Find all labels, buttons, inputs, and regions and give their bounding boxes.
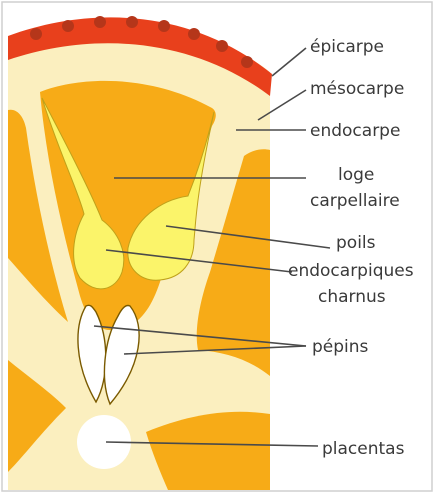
leader-epicarpe (272, 48, 306, 76)
label-poils: poils (336, 233, 376, 253)
label-loge: loge (338, 165, 374, 185)
label-charnus: charnus (318, 287, 386, 307)
label-pepins: pépins (312, 337, 369, 357)
label-endocarpiques: endocarpiques (288, 261, 414, 281)
label-epicarpe: épicarpe (310, 37, 384, 57)
label-mesocarpe: mésocarpe (310, 79, 404, 99)
label-endocarpe: endocarpe (310, 121, 400, 141)
label-placentas: placentas (322, 439, 405, 459)
label-carpellaire: carpellaire (310, 191, 400, 211)
